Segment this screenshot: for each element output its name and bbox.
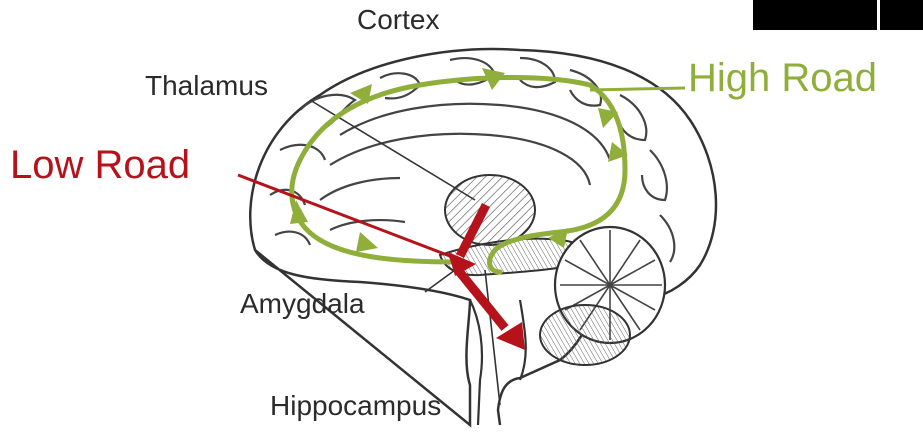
low-road-label: Low Road <box>10 143 190 188</box>
cortex-label: Cortex <box>357 4 439 36</box>
high-road-connector <box>590 88 685 90</box>
thalamus-label: Thalamus <box>145 70 268 102</box>
redaction-box-right <box>880 0 923 30</box>
hippocampus-label: Hippocampus <box>270 390 441 422</box>
high-road-label: High Road <box>688 56 877 101</box>
redaction-box-left <box>753 0 877 30</box>
thalamus-region <box>445 175 535 245</box>
amygdala-label: Amygdala <box>240 288 365 320</box>
